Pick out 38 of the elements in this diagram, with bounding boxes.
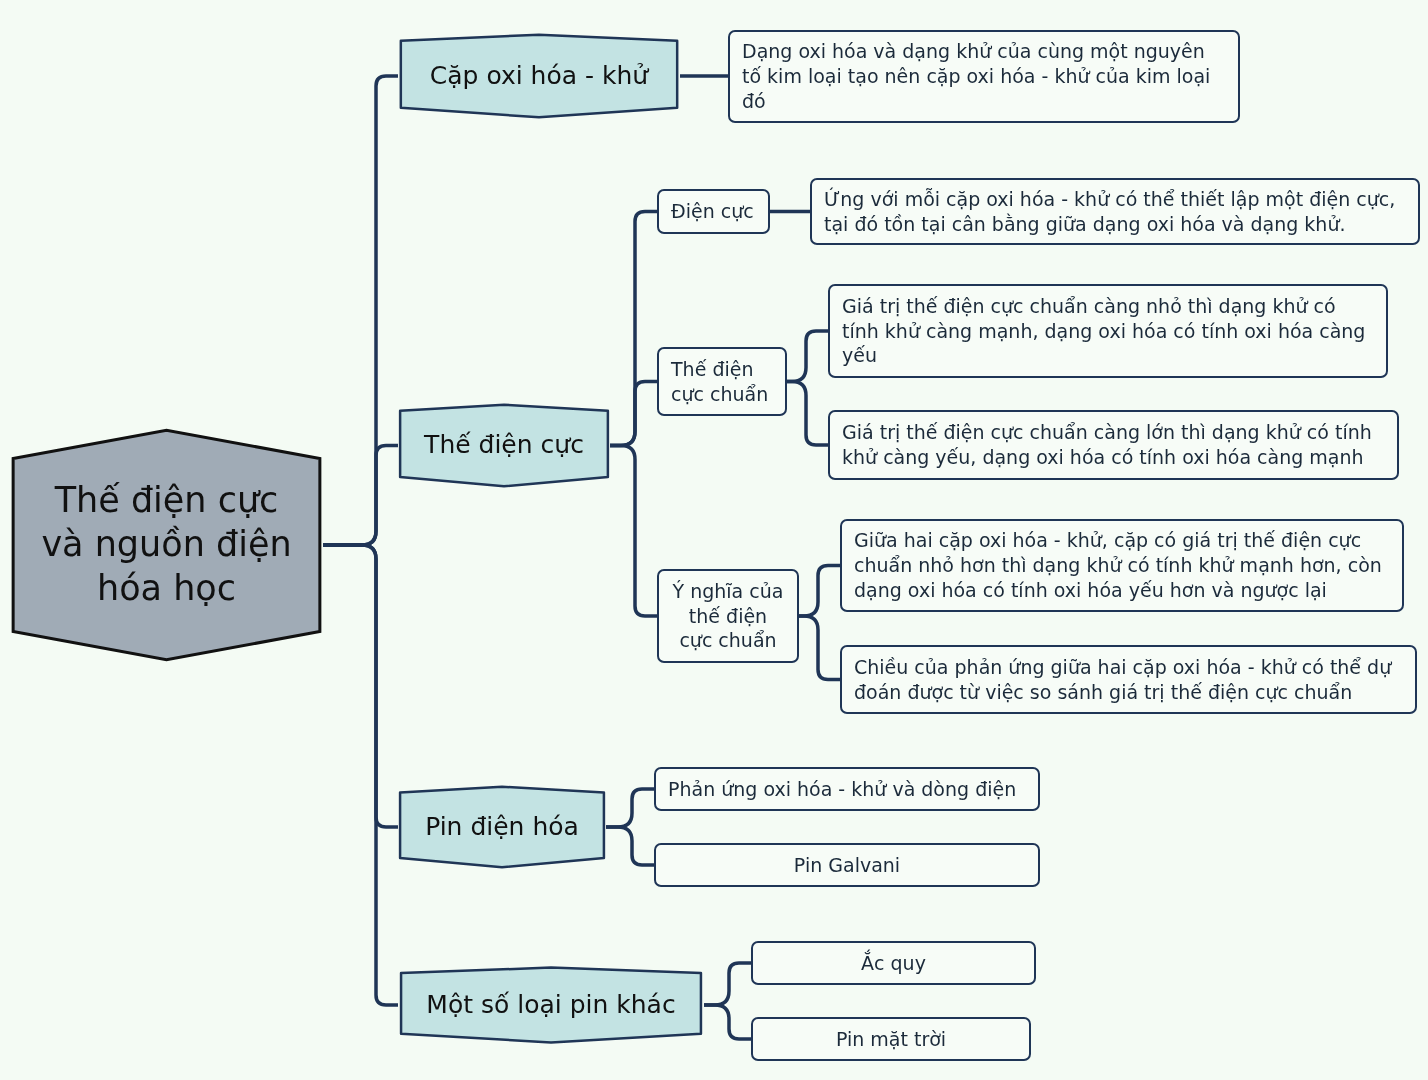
text-box xyxy=(840,519,1404,612)
node-text: Giữa hai cặp oxi hóa - khử, cặp có giá trị thế điện cực chuẩn nhỏ hơn thì dạng khử có tính khử mạnh hơn, còn dạng oxi hóa có tính oxi hóa yếu hơn và ngược lại xyxy=(854,528,1383,603)
text-box xyxy=(657,347,787,416)
brace-connector xyxy=(770,209,810,214)
text-box xyxy=(657,189,770,234)
text-box xyxy=(654,767,1040,811)
node-text: Một số loại pin khác xyxy=(425,988,677,1021)
node-text: Cặp oxi hóa - khử xyxy=(428,59,650,92)
branch-box xyxy=(398,785,606,869)
node-text: Giá trị thế điện cực chuẩn càng nhỏ thì dạng khử có tính khử càng mạnh, dạng oxi hóa có tính oxi hóa càng yếu xyxy=(842,293,1367,369)
node-text: Ý nghĩa của thế điện cực chuẩn xyxy=(671,578,785,654)
branch-box xyxy=(398,966,704,1044)
text-box xyxy=(751,1017,1031,1061)
text-box xyxy=(828,284,1388,378)
topic-hexagon xyxy=(10,428,323,662)
node-text: Ứng với mỗi cặp oxi hóa - khử có thể thiết lập một điện cực, tại đó tồn tại cân bằng giữa dạng oxi hóa và dạng khử. xyxy=(824,186,1397,237)
node-text: Phản ứng oxi hóa - khử và dòng điện xyxy=(668,776,1018,802)
node-text: Pin điện hóa xyxy=(424,810,580,843)
text-box xyxy=(810,178,1420,245)
branch-box xyxy=(398,33,680,119)
node-text: Dạng oxi hóa và dạng khử của cùng một nguyên tố kim loại tạo nên cặp oxi hóa - khử của kim loại đó xyxy=(742,39,1212,114)
node-text: Pin Galvani xyxy=(792,852,902,878)
text-box xyxy=(728,30,1240,123)
text-box xyxy=(840,645,1417,714)
node-text: Chiều của phản ứng giữa hai cặp oxi hóa - khử có thể dự đoán được từ việc so sánh giá trị thế điện cực chuẩn xyxy=(854,654,1393,705)
node-text: Thế điện cực và nguồn điện hóa học xyxy=(40,479,293,610)
text-box xyxy=(828,410,1399,480)
node-text: Thế điện cực chuẩn xyxy=(671,356,770,407)
node-text: Pin mặt trời xyxy=(834,1026,948,1052)
text-box xyxy=(657,569,799,663)
node-text: Ắc quy xyxy=(860,950,927,976)
text-box xyxy=(751,941,1036,985)
node-text: Điện cực xyxy=(671,199,755,224)
branch-box xyxy=(398,403,610,488)
text-box xyxy=(654,843,1040,887)
node-text: Giá trị thế điện cực chuẩn càng lớn thì dạng khử có tính khử càng yếu, dạng oxi hóa có tính oxi hóa càng mạnh xyxy=(842,420,1373,470)
node-text: Thế điện cực xyxy=(423,429,585,462)
brace-connector xyxy=(680,74,728,78)
